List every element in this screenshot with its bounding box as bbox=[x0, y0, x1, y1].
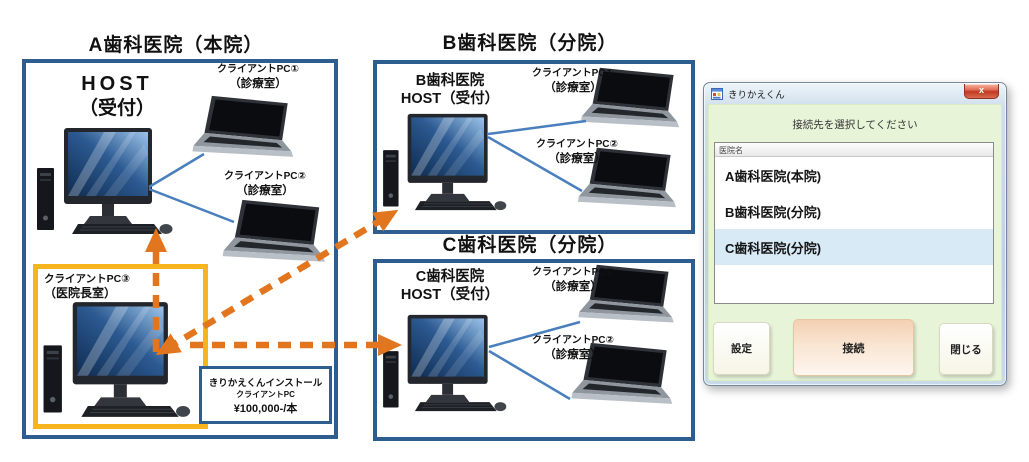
connect-button[interactable]: 接続 bbox=[793, 319, 914, 376]
clinic-c-host-label: C歯科医院 HOST（受付） bbox=[400, 269, 500, 304]
clinic-b-box bbox=[373, 60, 695, 234]
clinic-a-client1-label: クライアントPC① （診療室） bbox=[217, 64, 299, 90]
app-icon bbox=[711, 87, 723, 100]
clinic-c-client1-label: クライアントPC① （診療室） bbox=[532, 267, 614, 293]
clinic-b-client2-label: クライアントPC② （診療室） bbox=[536, 139, 618, 165]
clinic-b-host-desktop-icon bbox=[380, 112, 508, 212]
price-note-box: きりかえくんインストール クライアントPC ¥100,000-/本 bbox=[199, 366, 332, 424]
list-column-header: 医院名 bbox=[715, 143, 993, 157]
list-item-clinic-c[interactable]: C歯科医院(分院) bbox=[715, 229, 993, 265]
clinic-c-host-desktop-icon bbox=[380, 313, 508, 413]
clinic-a-client3-label: クライアントPC③ （医院長室） bbox=[44, 273, 131, 301]
clinic-b-host-label: B歯科医院 HOST（受付） bbox=[400, 73, 500, 108]
clinic-a-host-desktop-icon bbox=[34, 126, 174, 236]
settings-button[interactable]: 設定 bbox=[713, 322, 770, 375]
dialog-client-area: 接続先を選択してください 医院名 A歯科医院(本院) B歯科医院(分院) C歯科… bbox=[708, 104, 1002, 381]
clinic-b-title: B歯科医院（分院） bbox=[442, 33, 618, 54]
clinic-c-client2-label: クライアントPC② （診療室） bbox=[532, 335, 614, 361]
clinic-c-title: C歯科医院（分院） bbox=[442, 235, 618, 256]
window-title: きりかえくん bbox=[728, 89, 785, 101]
kirikaekun-window: きりかえくん x 接続先を選択してください 医院名 A歯科医院(本院) B歯科医… bbox=[703, 82, 1007, 386]
list-item-clinic-b[interactable]: B歯科医院(分院) bbox=[725, 204, 822, 220]
list-item-clinic-a[interactable]: A歯科医院(本院) bbox=[725, 168, 822, 184]
clinic-a-laptop1-icon bbox=[190, 94, 304, 168]
window-titlebar[interactable]: きりかえくん x bbox=[704, 83, 1006, 104]
clinic-a-host-label: HOST （受付） bbox=[78, 73, 155, 119]
clinic-listbox[interactable]: 医院名 A歯科医院(本院) B歯科医院(分院) C歯科医院(分院) bbox=[714, 142, 994, 304]
close-button[interactable]: 閉じる bbox=[939, 323, 993, 375]
clinic-a-client2-label: クライアントPC② （診療室） bbox=[224, 171, 306, 197]
close-window-button[interactable]: x bbox=[964, 84, 999, 99]
clinic-a-title: A歯科医院（本院） bbox=[88, 35, 264, 56]
clinic-a-laptop2-icon bbox=[220, 198, 336, 273]
clinic-b-client1-label: クライアントPC① （診療室） bbox=[532, 68, 614, 94]
instruction-text: 接続先を選択してください bbox=[792, 119, 918, 131]
